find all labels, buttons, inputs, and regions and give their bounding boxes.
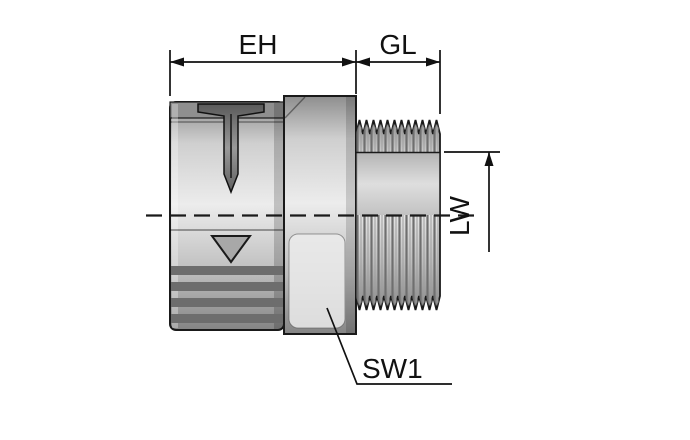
gl-arrow-left: [356, 57, 370, 67]
eh-arrow-right: [342, 57, 356, 67]
hex-flat-highlight: [288, 233, 346, 329]
callout-sw1: SW1: [326, 307, 452, 385]
dimension-eh: EH: [169, 29, 357, 96]
dimension-lw: LW: [444, 151, 500, 252]
dimension-gl: GL: [356, 29, 441, 114]
sw1-label: SW1: [362, 353, 423, 384]
bore-band: [357, 153, 440, 215]
eh-dimension-label: EH: [239, 29, 278, 60]
gl-arrow-right: [426, 57, 440, 67]
grip-ribs: [171, 266, 283, 323]
lw-dimension-label: LW: [444, 195, 475, 235]
triangle-marker: [210, 235, 252, 264]
hex-chamfer-edge: [284, 96, 306, 119]
eh-arrow-left: [170, 57, 184, 67]
dimensions: EH GL LW SW1: [169, 29, 500, 385]
lw-arrow-up: [484, 152, 494, 166]
sw1-leader-line: [326, 307, 452, 385]
gl-dimension-label: GL: [379, 29, 416, 60]
